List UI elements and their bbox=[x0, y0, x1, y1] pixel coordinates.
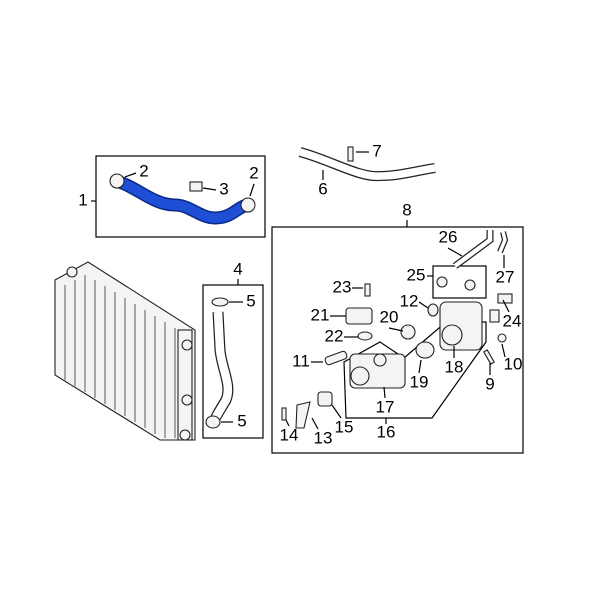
callout-15: 15 bbox=[335, 417, 354, 436]
callout-19: 19 bbox=[410, 372, 429, 391]
hose-clip bbox=[189, 181, 203, 192]
lower-hose-group-box bbox=[202, 284, 264, 439]
callout-3: 3 bbox=[219, 179, 228, 198]
callout-12: 12 bbox=[400, 291, 419, 310]
callout-2: 2 bbox=[139, 161, 148, 180]
callout-7: 7 bbox=[372, 141, 381, 160]
water-outlet-group-box bbox=[271, 226, 524, 454]
callout-5: 5 bbox=[246, 291, 255, 310]
callout-25: 25 bbox=[407, 265, 426, 284]
callout-24: 24 bbox=[503, 311, 522, 330]
callout-9: 9 bbox=[485, 374, 494, 393]
callout-14: 14 bbox=[280, 425, 299, 444]
callout-21: 21 bbox=[311, 305, 330, 324]
callout-10: 10 bbox=[504, 354, 523, 373]
callout-17: 17 bbox=[376, 397, 395, 416]
callout-23: 23 bbox=[333, 277, 352, 296]
callout-20: 20 bbox=[380, 307, 399, 326]
callout-22: 22 bbox=[325, 326, 344, 345]
callout-16: 16 bbox=[377, 422, 396, 441]
radiator-illustration bbox=[54, 261, 196, 441]
callout-27: 27 bbox=[496, 267, 515, 286]
callout-2: 2 bbox=[249, 163, 258, 182]
callout-6: 6 bbox=[318, 179, 327, 198]
hose-clamp bbox=[240, 197, 256, 213]
callout-5: 5 bbox=[237, 411, 246, 430]
housing-subgroup-outline bbox=[343, 321, 487, 419]
hose-clamp bbox=[109, 173, 125, 189]
callout-26: 26 bbox=[439, 227, 458, 246]
hose-group-box bbox=[95, 155, 266, 238]
callout-8: 8 bbox=[402, 200, 411, 219]
callout-4: 4 bbox=[233, 259, 242, 278]
callout-18: 18 bbox=[445, 357, 464, 376]
callout-13: 13 bbox=[314, 428, 333, 447]
callout-11: 11 bbox=[292, 351, 310, 370]
callout-1: 1 bbox=[78, 190, 87, 209]
